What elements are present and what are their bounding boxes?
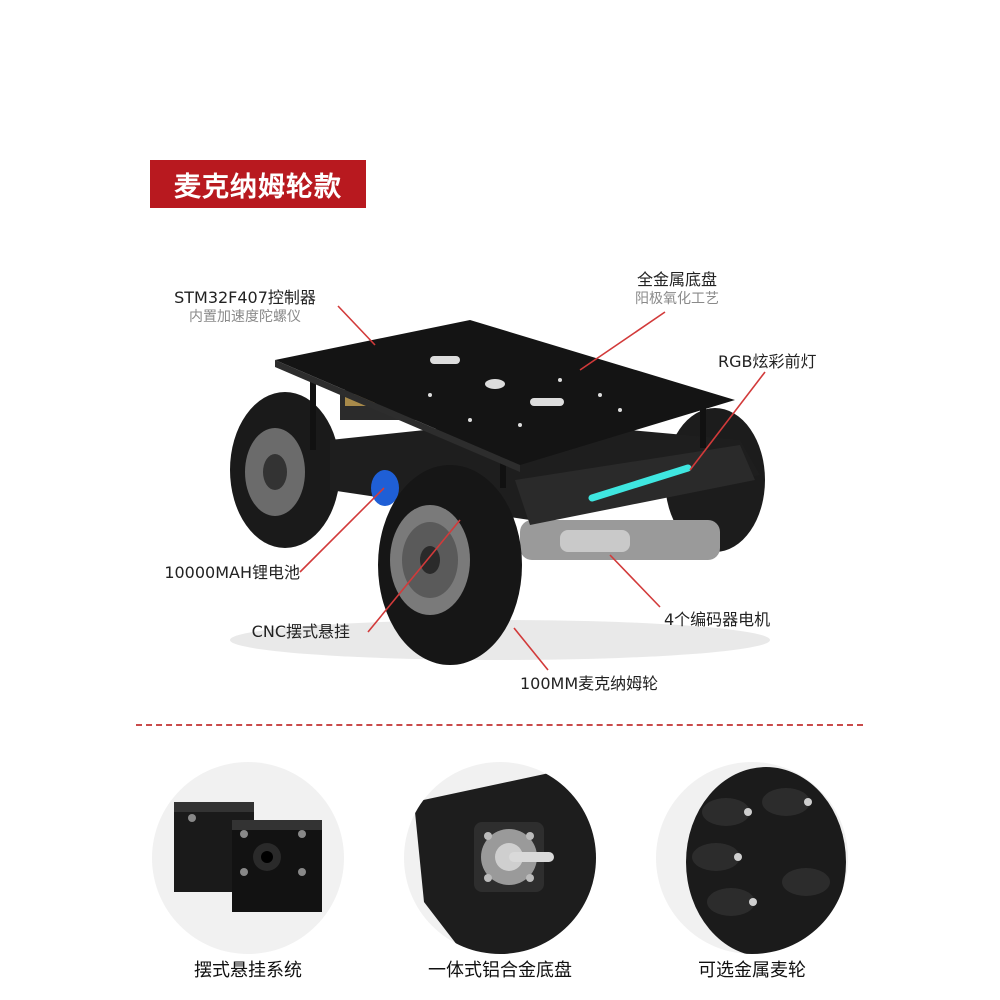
callout-suspension-title: CNC摆式悬挂 — [251, 622, 350, 641]
callout-chassis-title: 全金属底盘 — [636, 270, 717, 289]
callout-headlight-title: RGB炫彩前灯 — [718, 352, 817, 371]
rgb-headlight-bar — [588, 464, 692, 502]
model-badge: 麦克纳姆轮款 — [150, 160, 366, 208]
metal-mecanum-wheel-photo — [656, 762, 848, 954]
callout-wheels-title: 100MM麦克纳姆轮 — [520, 674, 659, 693]
callout-chassis: 全金属底盘 阳极氧化工艺 — [612, 270, 742, 308]
callout-controller-title: STM32F407控制器 — [174, 288, 316, 307]
top-plate — [275, 320, 735, 465]
robot-car-illustration — [230, 305, 770, 671]
feature-caption-wheel: 可选金属麦轮 — [698, 960, 806, 981]
wheel-front-left — [378, 465, 522, 665]
callout-wheels: 100MM麦克纳姆轮 — [520, 674, 690, 694]
callout-headlight: RGB炫彩前灯 — [718, 352, 858, 372]
section-divider — [136, 724, 863, 726]
callout-controller: STM32F407控制器 内置加速度陀螺仪 — [150, 288, 340, 326]
model-badge-title: 麦克纳姆轮款 — [174, 171, 342, 203]
callout-suspension: CNC摆式悬挂 — [205, 622, 350, 642]
callout-battery-title: 10000MAH锂电池 — [164, 563, 300, 582]
callout-motors: 4个编码器电机 — [664, 610, 794, 630]
callout-controller-subtitle: 内置加速度陀螺仪 — [189, 309, 301, 325]
callout-motors-title: 4个编码器电机 — [664, 610, 771, 629]
battery — [371, 470, 399, 506]
aluminum-chassis-photo — [404, 762, 596, 954]
wheel-rear-left — [230, 392, 340, 548]
feature-caption-chassis: 一体式铝合金底盘 — [428, 960, 572, 981]
callout-battery: 10000MAH锂电池 — [140, 563, 300, 583]
callout-chassis-subtitle: 阳极氧化工艺 — [635, 291, 719, 307]
feature-caption-suspension: 摆式悬挂系统 — [194, 960, 302, 981]
pendulum-suspension-photo — [152, 762, 344, 954]
